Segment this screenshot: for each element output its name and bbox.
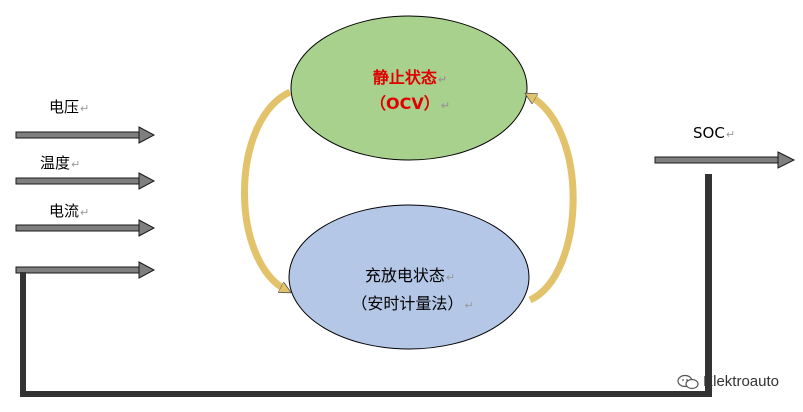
input-arrow-voltage [15, 126, 156, 144]
charge-state-ellipse [288, 204, 530, 350]
curve-arrow-static-to-charge [241, 88, 290, 290]
curve-arrow-charge-to-static [530, 96, 577, 304]
charge-state-title: 充放电状态↵ [364, 266, 456, 285]
wechat-icon [677, 374, 699, 389]
input-arrow-current [15, 219, 156, 237]
input-arrow-feedback [15, 261, 156, 279]
feedback-loop-line [20, 174, 712, 397]
watermark: Elektroauto [677, 373, 779, 390]
charge-state-subtitle: （安时计量法）↵ [351, 294, 474, 313]
output-arrow-soc [654, 151, 796, 169]
input-label-current: 电流↵ [49, 202, 90, 220]
output-label-soc: SOC↵ [693, 124, 736, 142]
watermark-text: Elektroauto [703, 373, 779, 390]
input-label-temperature: 温度↵ [40, 154, 81, 172]
static-state-subtitle: （OCV）↵ [370, 94, 450, 113]
static-state-title: 静止状态↵ [372, 68, 448, 87]
input-arrow-temperature [15, 172, 156, 190]
static-state-ellipse [290, 15, 528, 161]
input-label-voltage: 电压↵ [49, 98, 90, 116]
